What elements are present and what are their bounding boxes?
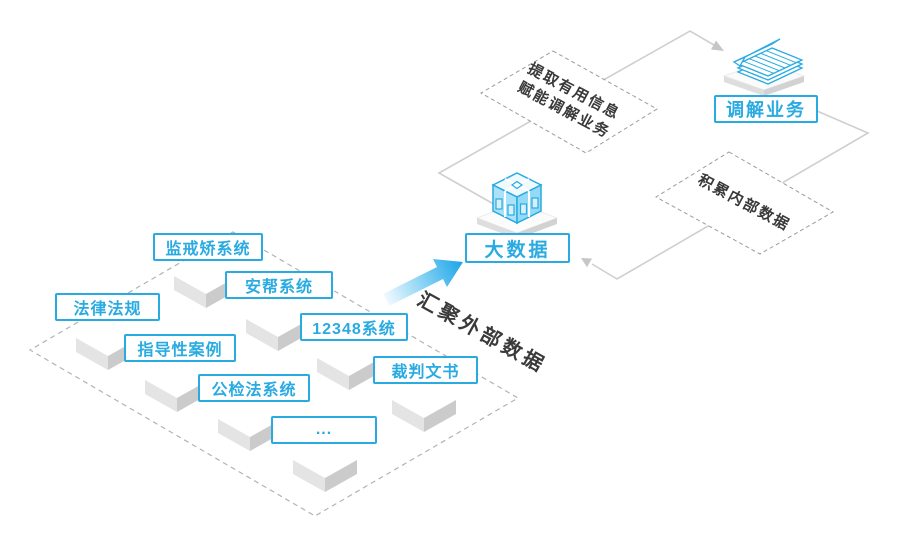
source-box: 法律法规 — [55, 293, 160, 321]
source-label: 法律法规 — [73, 301, 142, 318]
source-box: ... — [271, 416, 377, 444]
data-platform — [392, 392, 456, 432]
notebook-icon — [712, 34, 816, 101]
source-label: 指导性案例 — [137, 342, 223, 359]
extract-info-panel — [480, 50, 658, 154]
big-data-label-box: 大数据 — [465, 233, 570, 263]
internal-data-panel — [655, 151, 835, 255]
source-box: 12348系统 — [300, 313, 408, 341]
mediation-label: 调解业务 — [726, 100, 806, 120]
source-label: 裁判文书 — [391, 364, 460, 381]
big-data-cube-icon — [462, 160, 572, 245]
source-box: 公检法系统 — [198, 374, 310, 402]
big-data-label: 大数据 — [484, 239, 551, 261]
aggregate-flow-arrow — [383, 259, 463, 306]
data-platform — [293, 452, 357, 492]
source-label: 监戒矫系统 — [165, 241, 251, 258]
source-box: 指导性案例 — [124, 334, 236, 362]
data-platform — [317, 350, 381, 390]
source-label: 12348系统 — [312, 321, 396, 338]
source-label: 公检法系统 — [211, 382, 297, 399]
mediation-label-box: 调解业务 — [714, 95, 818, 123]
source-box: 监戒矫系统 — [153, 233, 263, 261]
source-label: 安帮系统 — [244, 279, 313, 296]
source-label: ... — [315, 421, 333, 438]
source-box: 裁判文书 — [373, 356, 478, 384]
source-box: 安帮系统 — [225, 271, 333, 299]
